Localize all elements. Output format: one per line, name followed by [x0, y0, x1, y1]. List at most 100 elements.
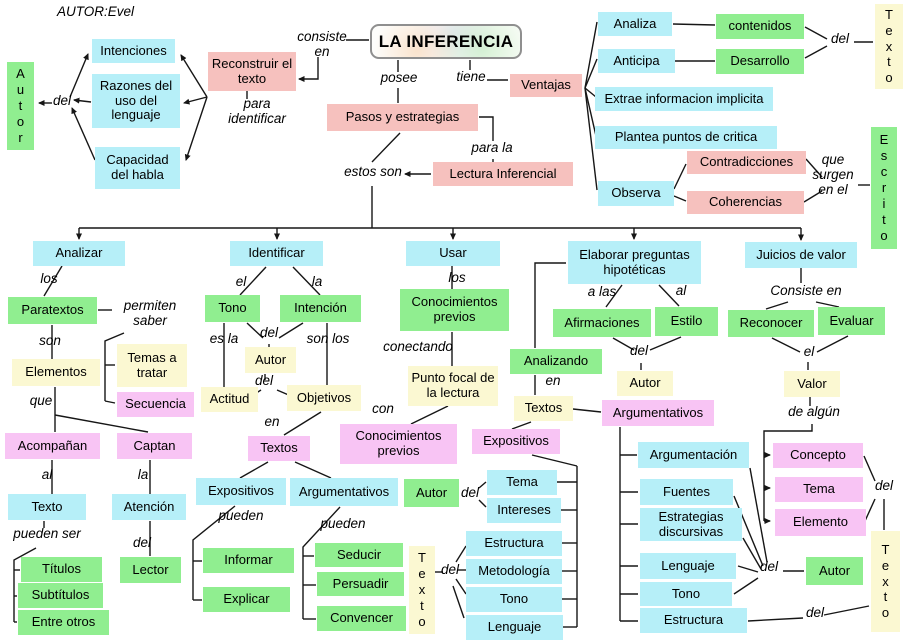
- connector-line: [733, 495, 764, 567]
- node-secuencia: Secuencia: [117, 392, 194, 417]
- node-escrito-vertical: E s c r i t o: [871, 127, 897, 249]
- connector-line: [612, 337, 635, 351]
- node-contradicciones: Contradicciones: [687, 151, 806, 174]
- node-analiza: Analiza: [598, 12, 672, 36]
- link-label-es-la: es la: [209, 331, 239, 346]
- link-label-los-1: los: [40, 271, 58, 286]
- connector-line: [763, 424, 813, 521]
- connector-line: [479, 116, 494, 141]
- connector-line: [673, 195, 687, 202]
- link-label-de-algun: de algún: [788, 404, 840, 419]
- node-argumentativos-2: Argumentativos: [602, 400, 714, 426]
- node-argumentativos-1: Argumentativos: [290, 478, 398, 506]
- node-anticipa: Anticipa: [598, 49, 675, 73]
- link-label-pueden-ser: pueden ser: [13, 526, 81, 541]
- node-tema-1: Tema: [487, 470, 557, 495]
- connector-line: [73, 97, 92, 104]
- connector-line: [742, 537, 762, 570]
- connector-line: [816, 335, 849, 353]
- node-extrae-informacion: Extrae informacion implicita: [595, 87, 773, 111]
- node-autor-1: Autor: [245, 347, 296, 373]
- connector-line: [572, 408, 602, 413]
- connector-line: [239, 461, 269, 479]
- link-label-del-5: del: [254, 373, 273, 388]
- node-estrategias-discursivas: Estrategias discursivas: [640, 508, 742, 541]
- connector-line: [278, 322, 304, 339]
- connector-line: [804, 45, 828, 59]
- link-label-pueden-2: pueden: [320, 516, 366, 531]
- node-afirmaciones: Afirmaciones: [553, 309, 651, 337]
- link-label-del-7: del: [440, 562, 459, 577]
- connector-line: [584, 87, 598, 191]
- node-titulos: Títulos: [21, 557, 102, 582]
- node-convencer: Convencer: [317, 606, 406, 631]
- node-ventajas: Ventajas: [510, 74, 582, 97]
- link-label-al-2: al: [675, 283, 687, 298]
- node-textos-1: Textos: [248, 436, 310, 461]
- node-tono-2: Tono: [466, 587, 562, 612]
- node-explicar: Explicar: [203, 587, 290, 612]
- node-textos-2: Textos: [514, 396, 573, 421]
- node-lenguaje-2: Lenguaje: [640, 553, 736, 579]
- connector-line: [733, 577, 759, 595]
- node-juicios-de-valor: Juicios de valor: [745, 242, 857, 268]
- node-analizando: Analizando: [510, 349, 602, 374]
- connector-line: [192, 505, 236, 600]
- connector-line: [531, 454, 578, 467]
- link-label-son-1: son: [39, 333, 61, 348]
- link-label-la-2: la: [311, 274, 323, 289]
- node-usar: Usar: [406, 241, 500, 266]
- node-acompanan: Acompañan: [5, 433, 100, 459]
- link-label-con-1: con: [372, 401, 394, 416]
- node-autor-3: Autor: [617, 371, 673, 396]
- link-label-el-2: el: [803, 344, 815, 359]
- connector-line: [298, 57, 319, 82]
- node-atencion: Atención: [112, 494, 186, 520]
- node-concepto: Concepto: [773, 443, 863, 468]
- link-label-author-note: AUTOR:Evel: [57, 4, 135, 19]
- node-tono-1: Tono: [205, 295, 260, 322]
- connector-line: [765, 301, 789, 310]
- node-objetivos: Objetivos: [287, 385, 361, 411]
- node-temas-a-tratar: Temas a tratar: [117, 344, 187, 387]
- node-metodologia: Metodología: [466, 559, 562, 584]
- node-expositivos-2: Expositivos: [472, 429, 560, 454]
- link-label-la-1: la: [137, 467, 149, 482]
- node-seducir: Seducir: [315, 543, 403, 567]
- node-paratextos: Paratextos: [8, 297, 97, 324]
- connector-line: [371, 132, 401, 163]
- connector-line: [452, 585, 465, 619]
- connector-line: [649, 336, 682, 351]
- connector-line: [584, 58, 598, 89]
- node-estilo: Estilo: [655, 307, 718, 336]
- link-label-del-9: del: [759, 559, 778, 574]
- node-elementos: Elementos: [12, 359, 100, 386]
- node-desarrollo: Desarrollo: [716, 49, 804, 74]
- node-expositivos-1: Expositivos: [196, 478, 286, 505]
- node-plantea-puntos: Plantea puntos de critica: [595, 126, 777, 149]
- link-label-tiene: tiene: [456, 69, 486, 84]
- node-coherencias: Coherencias: [687, 191, 804, 214]
- node-razones: Razones del uso del lenguaje: [92, 74, 180, 128]
- node-intereses: Intereses: [487, 498, 561, 523]
- node-informar: Informar: [203, 548, 294, 573]
- connector-line: [534, 262, 566, 348]
- node-argumentacion: Argumentación: [638, 442, 749, 468]
- link-label-del-4: del: [259, 325, 278, 340]
- node-observa: Observa: [598, 181, 674, 206]
- link-label-posee: posee: [380, 70, 418, 85]
- connector-line: [104, 332, 125, 401]
- node-lector: Lector: [120, 557, 181, 583]
- connector-line: [749, 467, 768, 563]
- connector-line: [737, 565, 759, 573]
- link-label-consiste-en: consiste en: [297, 29, 347, 59]
- node-fuentes: Fuentes: [640, 479, 733, 505]
- connector-line: [71, 107, 96, 161]
- connector-line: [771, 337, 801, 353]
- node-analizar: Analizar: [33, 241, 125, 266]
- connector-line: [823, 605, 870, 616]
- node-reconstruir-el-texto: Reconstruir el texto: [208, 52, 296, 91]
- connector-line: [658, 284, 680, 307]
- link-label-del-11: del: [874, 478, 893, 493]
